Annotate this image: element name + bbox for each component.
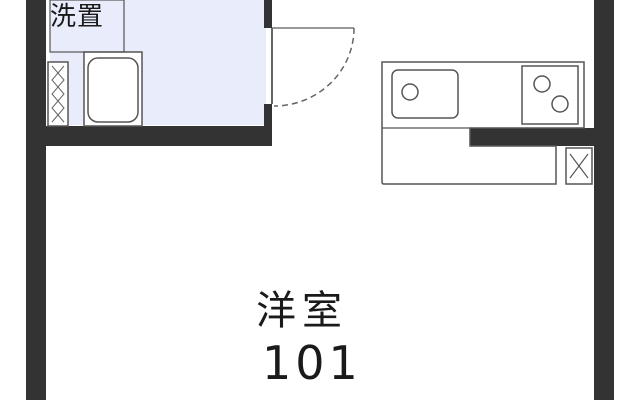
shelf-icon	[47, 61, 69, 127]
washroom-label-frame	[49, 0, 125, 53]
right-wall	[594, 0, 614, 400]
washroom-label: 洗置	[50, 2, 105, 32]
washroom-partition-wall-lower	[264, 104, 272, 146]
washroom-bottom-wall	[26, 126, 272, 146]
room-name-label: 洋室	[256, 288, 348, 334]
vent-icon	[565, 147, 593, 185]
washroom-partition-wall	[264, 0, 272, 28]
left-wall	[26, 0, 46, 400]
room-number-label: 101	[262, 336, 362, 390]
door-swing-icon	[271, 27, 355, 107]
stove-icon	[521, 65, 579, 125]
kitchen-wall	[470, 128, 594, 146]
basin-icon	[83, 51, 143, 127]
sink-icon	[391, 69, 459, 119]
